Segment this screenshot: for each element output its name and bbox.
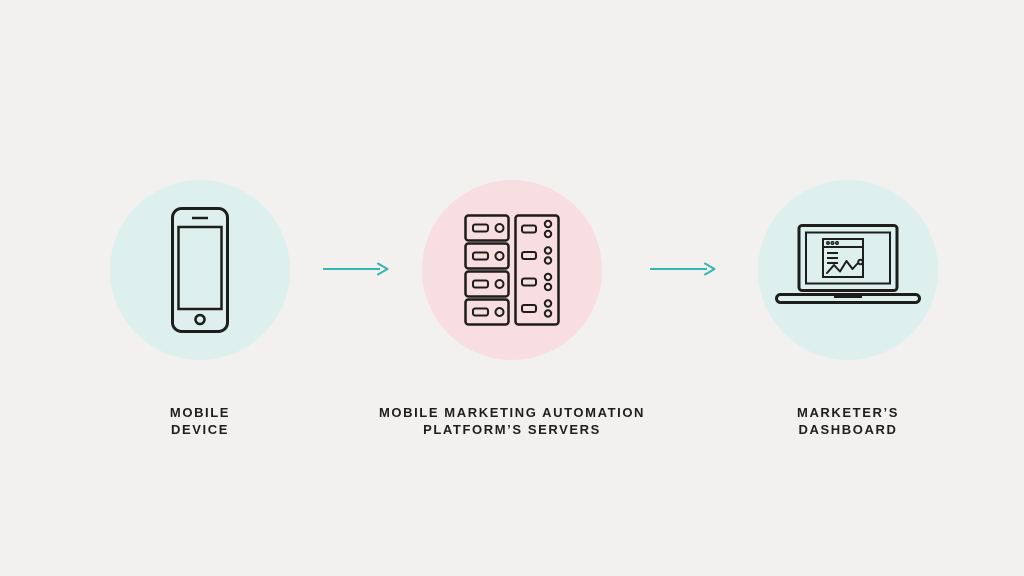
node-platform-servers: MOBILE MARKETING AUTOMATION PLATFORM’S S…	[342, 180, 682, 438]
mobile-device-circle	[110, 180, 290, 360]
platform-servers-circle	[422, 180, 602, 360]
platform-servers-label: MOBILE MARKETING AUTOMATION PLATFORM’S S…	[378, 405, 646, 437]
smartphone-icon	[171, 207, 229, 333]
arrow-device-to-servers	[323, 262, 389, 276]
mobile-device-label: MOBILE DEVICE	[169, 405, 231, 437]
laptop-dashboard-icon	[775, 224, 921, 304]
marketers-dashboard-label: MARKETER’S DASHBOARD	[797, 405, 899, 437]
node-marketers-dashboard: MARKETER’S DASHBOARD	[718, 180, 978, 438]
arrow-servers-to-dashboard	[650, 262, 716, 276]
server-rack-icon	[464, 214, 560, 326]
node-mobile-device: MOBILE DEVICE	[70, 180, 330, 438]
marketers-dashboard-circle	[758, 180, 938, 360]
